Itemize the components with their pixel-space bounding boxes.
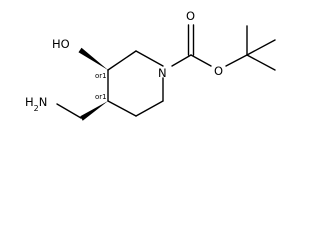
stereo-label-c4: or1: [95, 93, 107, 101]
bond-c3-c2: [107, 50, 137, 71]
bond-quat-c-methyl-bottom: [246, 54, 276, 71]
stereo-label-c3: or1: [95, 72, 107, 80]
chemical-structure: HO H2N N O O or1 or1: [25, 9, 276, 121]
ring-nitrogen-label: N: [158, 66, 167, 80]
bond-ester-o-quat-c: [225, 54, 248, 67]
hydroxyl-label: HO: [52, 37, 70, 51]
bond-carbonyl-c-ester-o: [190, 54, 212, 67]
bond-ch2-nh2: [56, 103, 82, 119]
bond-c2-n1: [135, 50, 164, 67]
carbonyl-oxygen-label: O: [186, 9, 195, 23]
bond-n1-carbonyl-c: [171, 54, 192, 67]
bond-c5-c4: [107, 100, 137, 117]
bond-quat-c-methyl-right: [246, 39, 276, 56]
ester-oxygen-label: O: [214, 64, 223, 78]
wedge-bond-c4-ch2: [80, 101, 108, 121]
wedge-bond-c3-oh: [78, 47, 108, 70]
amine-label: H2N: [25, 95, 47, 113]
bond-c6-c5: [135, 100, 164, 117]
